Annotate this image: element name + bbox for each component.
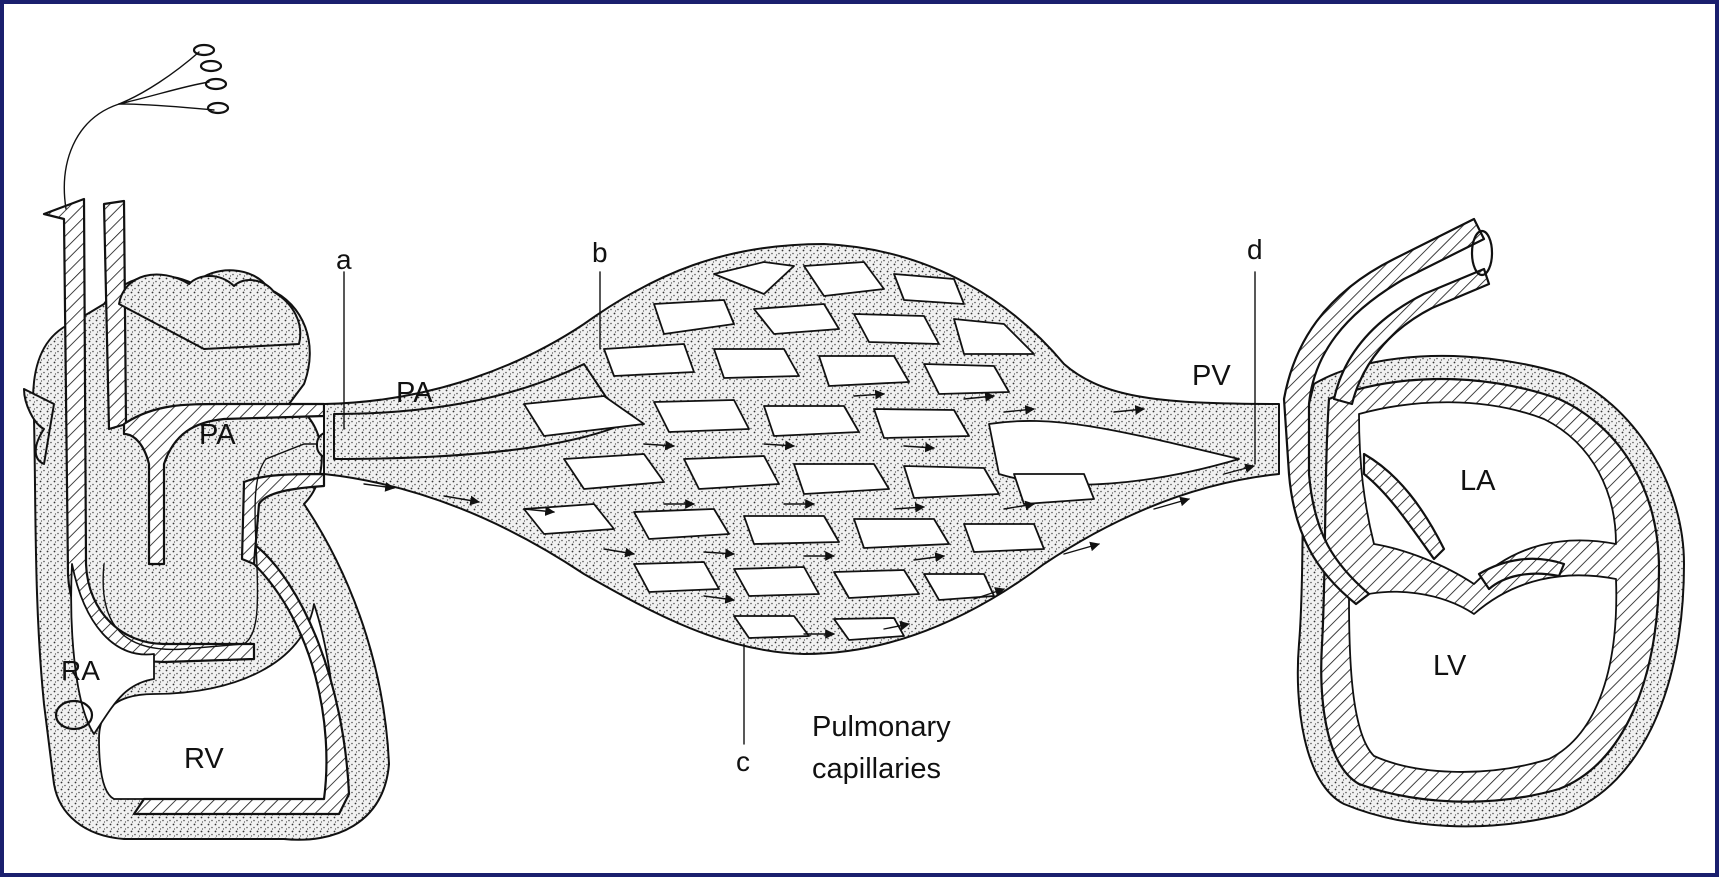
capillary-network	[324, 244, 1279, 654]
label-ra: RA	[61, 655, 100, 686]
diagram-frame: a b c d PA PA PV RA RV LA LV Pulmonary c…	[4, 4, 1715, 873]
label-pv: PV	[1192, 360, 1231, 392]
label-pa-vessel: PA	[396, 377, 433, 409]
label-capillaries-line1: Pulmonary	[812, 711, 951, 743]
left-heart	[1284, 219, 1684, 826]
label-c: c	[736, 746, 750, 777]
label-a: a	[336, 244, 352, 275]
label-la: LA	[1460, 465, 1496, 497]
label-lv: LV	[1433, 650, 1467, 682]
label-capillaries-line2: capillaries	[812, 753, 941, 785]
label-d: d	[1247, 234, 1263, 265]
label-rv: RV	[184, 743, 224, 775]
label-pa-heart: PA	[199, 419, 236, 451]
label-b: b	[592, 237, 608, 268]
pulmonary-circulation-diagram: a b c d PA PA PV RA RV LA LV Pulmonary c…	[4, 4, 1715, 873]
svc-wall-right	[104, 201, 126, 429]
